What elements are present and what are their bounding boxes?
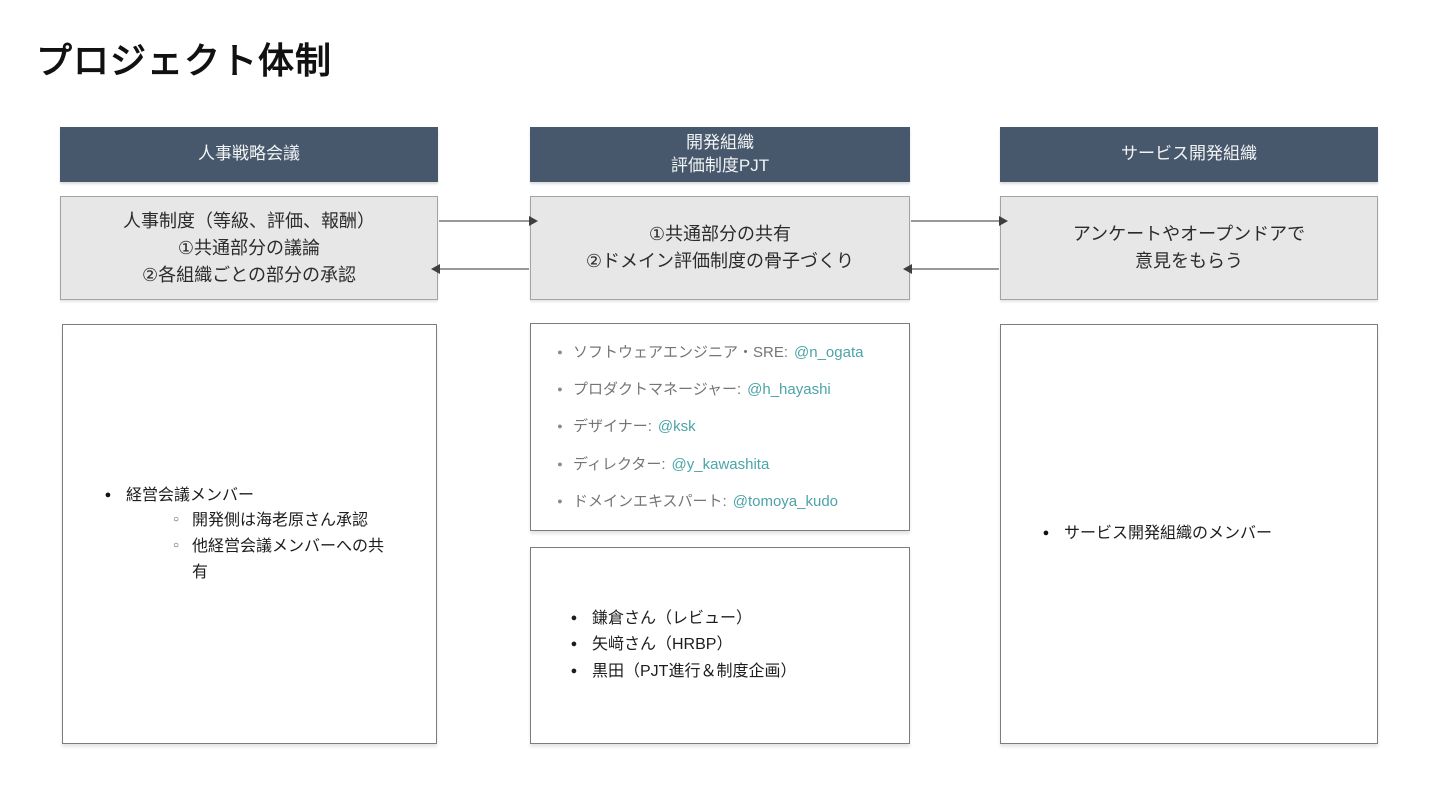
arrow-dev-to-hr — [431, 264, 529, 274]
bullet-icon: ● — [570, 611, 578, 624]
summary-line: ①共通部分の議論 — [177, 237, 321, 258]
list-item: ● ソフトウェアエンジニア・SRE: @n_ogata — [547, 342, 899, 363]
role-label: ソフトウェアエンジニア・SRE: — [573, 344, 789, 362]
support-box-dev-pjt: ● 鎌倉さん（レビュー） ● 矢﨑さん（HRBP） ● 黒田（PJT進行＆制度企… — [530, 547, 910, 744]
bullet-icon: ● — [557, 495, 563, 506]
list-item: ● サービス開発組織のメンバー — [1028, 521, 1377, 547]
summary-line: アンケートやオープンドアで — [1072, 224, 1306, 244]
mention-handle: @ksk — [657, 418, 696, 436]
header-label-line1: 開発組織 — [686, 133, 754, 153]
header-label: サービス開発組織 — [1121, 144, 1257, 164]
arrowhead-right-icon — [999, 216, 1008, 226]
arrow-service-to-dev — [903, 264, 999, 274]
bullet-icon: ● — [557, 347, 563, 358]
list-item: ● 黒田（PJT進行＆制度企画） — [556, 659, 909, 685]
header-label: 人事戦略会議 — [198, 144, 300, 164]
role-label: ドメインエキスパート: — [573, 492, 727, 510]
bullet-icon: ● — [557, 421, 563, 432]
mention-handle: @h_hayashi — [747, 381, 831, 399]
arrow-hr-to-dev — [439, 216, 538, 226]
list-item: ● ディレクター: @y_kawashita — [547, 454, 899, 475]
header-label-line2: 評価制度PJT — [670, 155, 770, 175]
arrow-dev-to-service — [911, 216, 1008, 226]
role-label: デザイナー: — [573, 418, 652, 436]
bullet-icon: ● — [570, 638, 578, 651]
members-box-hr-strategy: ● 経営会議メンバー ○ 開発側は海老原さん承認 ○ 他経営会議メンバーへの共有 — [62, 324, 437, 744]
bullet-icon: ● — [570, 664, 578, 677]
bullet-icon: ● — [557, 384, 563, 395]
circle-bullet-icon: ○ — [172, 514, 180, 526]
summary-line: 人事制度（等級、評価、報酬） — [123, 210, 375, 231]
mention-handle: @tomoya_kudo — [732, 492, 839, 510]
list-item: ○ 開発側は海老原さん承認 — [160, 508, 436, 534]
roles-box-dev-pjt: ● ソフトウェアエンジニア・SRE: @n_ogata ● プロダクトマネージャ… — [530, 323, 910, 531]
list-item: ● プロダクトマネージャー: @h_hayashi — [547, 379, 899, 400]
list-item: ● ドメインエキスパート: @tomoya_kudo — [547, 491, 899, 512]
summary-line: ②ドメイン評価制度の骨子づくり — [585, 251, 855, 271]
list-item: ● 経営会議メンバー — [90, 483, 436, 509]
bullet-icon: ● — [104, 488, 112, 501]
arrowhead-right-icon — [529, 216, 538, 226]
summary-box-hr-strategy: 人事制度（等級、評価、報酬） ①共通部分の議論 ②各組織ごとの部分の承認 — [60, 196, 438, 300]
column-header-service-dev: サービス開発組織 — [1000, 127, 1378, 182]
mention-handle: @n_ogata — [794, 344, 864, 362]
summary-line: ①共通部分の共有 — [648, 224, 792, 244]
members-box-service-dev: ● サービス開発組織のメンバー — [1000, 324, 1378, 744]
list-item: ● 矢﨑さん（HRBP） — [556, 632, 909, 658]
list-item: ● 鎌倉さん（レビュー） — [556, 606, 909, 632]
summary-box-dev-pjt: ①共通部分の共有 ②ドメイン評価制度の骨子づくり — [530, 196, 910, 300]
role-label: ディレクター: — [573, 455, 666, 473]
arrowhead-left-icon — [903, 264, 912, 274]
circle-bullet-icon: ○ — [172, 540, 180, 551]
list-item: ○ 他経営会議メンバーへの共有 — [160, 534, 436, 585]
column-header-dev-pjt: 開発組織 評価制度PJT — [530, 127, 910, 182]
list-item: ● デザイナー: @ksk — [547, 416, 899, 437]
arrowhead-left-icon — [431, 264, 440, 274]
slide-title: プロジェクト体制 — [36, 40, 333, 81]
summary-line: 意見をもらう — [1135, 251, 1243, 271]
mention-handle: @y_kawashita — [671, 455, 770, 473]
summary-box-service-dev: アンケートやオープンドアで 意見をもらう — [1000, 196, 1378, 300]
bullet-icon: ● — [557, 458, 563, 469]
summary-line: ②各組織ごとの部分の承認 — [142, 264, 356, 285]
bullet-icon: ● — [1042, 527, 1050, 540]
column-header-hr-strategy: 人事戦略会議 — [60, 127, 438, 182]
role-label: プロダクトマネージャー: — [573, 381, 742, 399]
